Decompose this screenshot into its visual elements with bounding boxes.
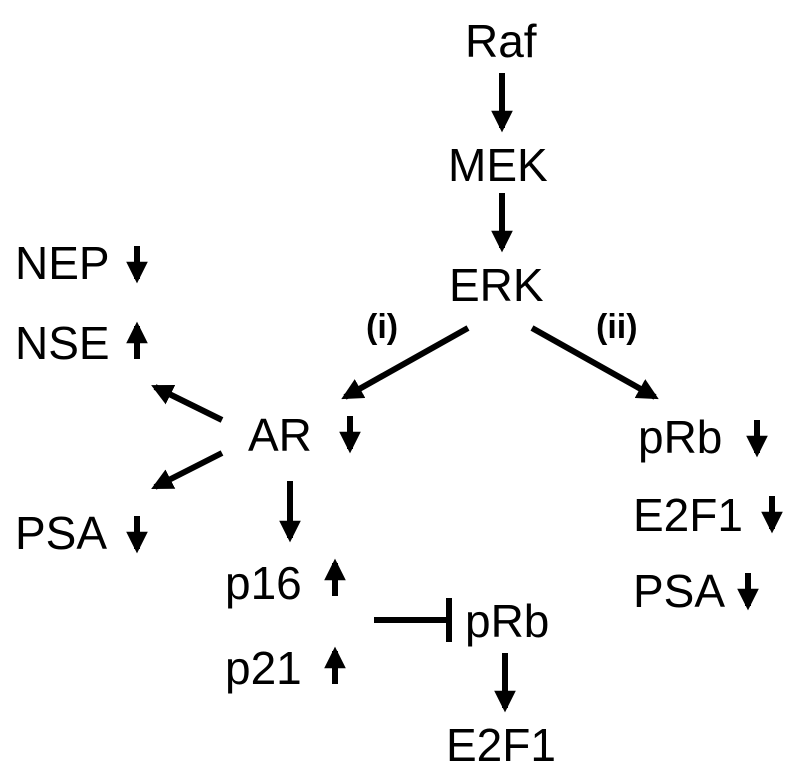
node-prb-center: pRb — [465, 595, 550, 647]
node-prb-right: pRb — [638, 411, 723, 463]
node-p21: p21 — [225, 642, 302, 694]
node-e2f1-bottom: E2F1 — [446, 719, 556, 771]
node-psa-left: PSA — [15, 507, 108, 559]
arrow-ar-to-psa — [151, 450, 224, 490]
arrow-erk-to-ar — [341, 325, 470, 400]
path-label-ii: (ii) — [596, 308, 638, 346]
node-nse: NSE — [15, 317, 110, 369]
node-ar: AR — [248, 409, 312, 461]
node-mek: MEK — [448, 139, 548, 191]
node-erk: ERK — [449, 259, 544, 311]
node-e2f1-right: E2F1 — [633, 489, 743, 541]
node-nep: NEP — [15, 237, 110, 289]
path-label-i: (i) — [366, 308, 399, 346]
arrow-erk-to-prb-right — [530, 325, 659, 400]
node-raf: Raf — [465, 15, 537, 67]
node-psa-right: PSA — [633, 565, 726, 617]
node-p16: p16 — [225, 557, 302, 609]
arrow-ar-to-nep-nse — [151, 384, 224, 423]
